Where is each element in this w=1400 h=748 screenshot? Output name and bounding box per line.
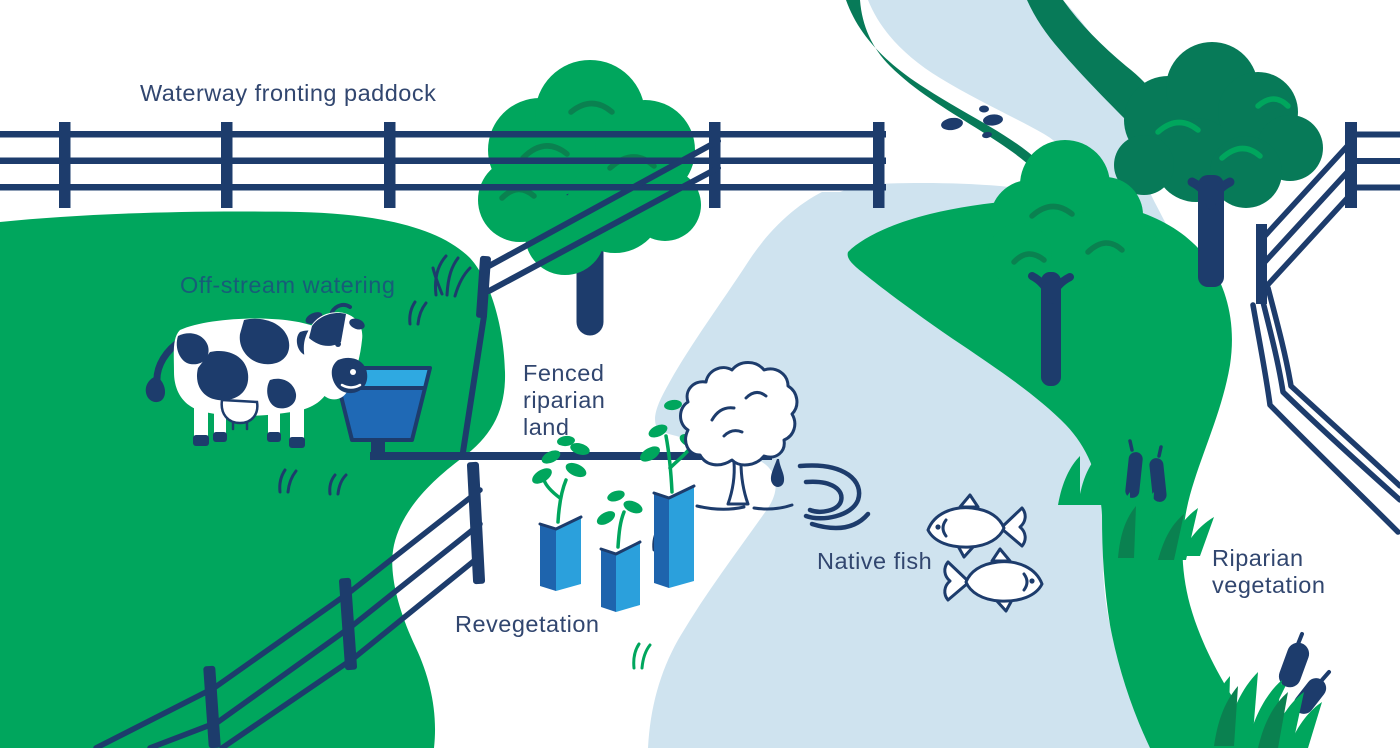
seedling [596, 490, 643, 549]
bulrushes [1202, 632, 1331, 748]
stones [941, 105, 1003, 139]
fence-post [709, 122, 721, 208]
label-line: land [523, 414, 570, 440]
cow-hoof [213, 432, 227, 442]
cow-spots [176, 318, 323, 409]
cow-udder [220, 398, 259, 425]
tree-guard [538, 515, 583, 591]
fence-post [873, 122, 885, 208]
fence-post [221, 122, 233, 208]
fence-post [384, 122, 396, 208]
seedling [532, 435, 590, 524]
cow-hoof [267, 432, 281, 442]
riverbank-tree [988, 140, 1158, 386]
cow-horn [330, 302, 352, 314]
tree-canopy [679, 361, 799, 467]
native-fish [926, 493, 1044, 613]
ground-line [695, 504, 746, 511]
label-line: riparian [523, 387, 606, 413]
label-off-stream-watering: Off-stream watering [180, 272, 396, 298]
cow [145, 302, 368, 448]
fence-post [339, 577, 357, 671]
paddock [0, 211, 506, 748]
cow-eye [335, 341, 341, 347]
label-line: Fenced [523, 360, 605, 386]
riverbank-green-ribbon [847, 199, 1268, 748]
cow-leg [290, 400, 304, 448]
riparian-fence [93, 138, 721, 748]
label-waterway-fronting-paddock: Waterway fronting paddock [140, 80, 437, 106]
cow-hoof [193, 435, 209, 446]
cow-ear [349, 318, 365, 330]
label-native-fish: Native fish [817, 548, 933, 574]
right-fence [1250, 122, 1400, 535]
riverbank-dark-green [846, 0, 1162, 188]
water-ripples [797, 463, 871, 531]
fence-post [476, 255, 491, 319]
tree-guard [652, 484, 696, 588]
cow-muzzle [331, 357, 368, 394]
fish [926, 493, 1027, 559]
grass-tuft-green [632, 642, 652, 670]
ground-line [752, 503, 794, 511]
label-line: Riparian [1212, 545, 1304, 571]
white-sketch-tree [679, 361, 799, 511]
label-revegetation: Revegetation [455, 611, 600, 637]
fence-post [59, 122, 71, 208]
label-line: vegetation [1212, 572, 1326, 598]
canopy-highlight-arcs [1155, 96, 1291, 161]
tree-guard [599, 540, 642, 612]
fence-post [466, 461, 486, 585]
cow-hoof [289, 437, 305, 448]
water-drip [770, 459, 785, 487]
fish [943, 547, 1044, 613]
fence-post [203, 665, 221, 748]
canopy-shadow-arcs [1011, 203, 1125, 265]
label-riparian-vegetation: Riparian vegetation [1212, 545, 1325, 599]
paddock-tree [478, 60, 701, 336]
boundary-fence [0, 122, 886, 208]
dark-green-tree [1114, 42, 1323, 287]
bulrushes [1058, 439, 1214, 562]
label-fenced-riparian-land: Fenced riparian land [523, 360, 605, 441]
